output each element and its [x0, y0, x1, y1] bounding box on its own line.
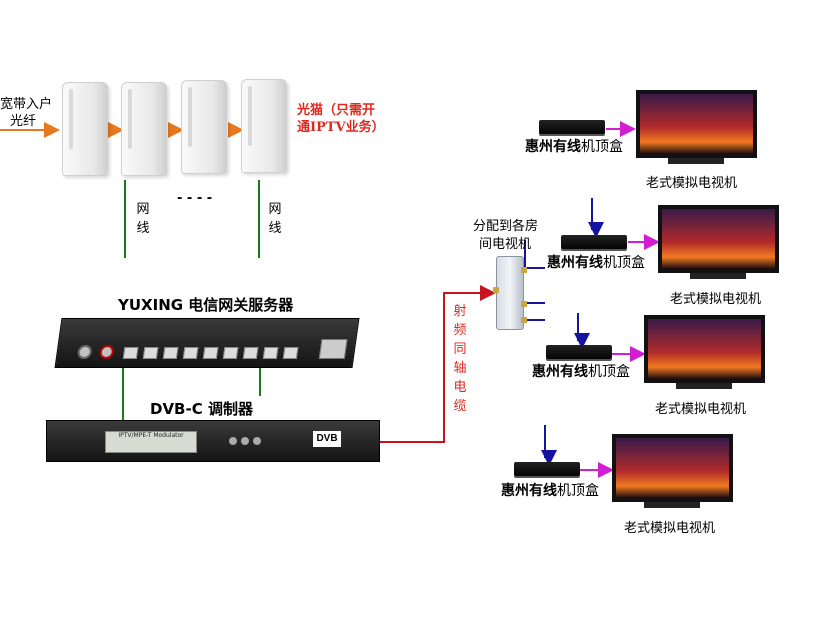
dvbc-modulator: IPTV/MPE-T Modulator DVB — [46, 420, 380, 462]
server-rf-connector-1 — [76, 345, 93, 359]
modulator-button — [241, 437, 249, 445]
ont-device-1 — [62, 82, 108, 176]
network-cable-label-left: 网线 — [136, 202, 150, 236]
modulator-label: DVB-C 调制器 — [142, 396, 261, 421]
splitter-port — [521, 317, 527, 323]
tv-label-4: 老式模拟电视机 — [624, 521, 716, 536]
tv-3 — [644, 315, 765, 383]
modulator-buttons — [229, 431, 269, 451]
dvb-logo: DVB — [313, 431, 341, 447]
coax-cable-label: 射频同轴电缆 — [453, 304, 467, 414]
tv-stand-2 — [690, 273, 746, 279]
modulator-lcd: IPTV/MPE-T Modulator — [105, 431, 197, 453]
tv-stand-3 — [676, 383, 732, 389]
tv-2 — [658, 205, 779, 273]
server-rf-connector-2 — [98, 345, 115, 359]
network-cable-label-right: 网线 — [268, 202, 282, 236]
modulator-button — [253, 437, 261, 445]
set-top-box-3 — [546, 345, 612, 359]
splitter-port — [493, 287, 499, 293]
modulator-button — [229, 437, 237, 445]
broadband-label: 宽带入户 光纤 — [0, 97, 53, 129]
set-top-box-4 — [514, 462, 580, 476]
server-port — [222, 347, 239, 359]
tv-stand-4 — [644, 502, 700, 508]
tv-label-1: 老式模拟电视机 — [646, 176, 738, 191]
stb-label-3: 惠州有线机顶盒 — [532, 364, 630, 380]
splitter-label: 分配到各房 间电视机 — [473, 219, 539, 252]
gateway-server — [54, 318, 360, 368]
tv-stand-1 — [668, 158, 724, 164]
ont-device-2 — [121, 82, 167, 176]
server-label: YUXING 电信网关服务器 — [110, 292, 302, 317]
rf-splitter — [493, 256, 527, 330]
set-top-box-1 — [539, 120, 605, 134]
stb-label-4: 惠州有线机顶盒 — [501, 483, 599, 499]
ont-label: 光猫（只需开 通IPTV业务） — [297, 103, 385, 135]
ont-device-3 — [181, 80, 227, 174]
stb-label-2: 惠州有线机顶盒 — [547, 255, 645, 271]
server-port — [262, 347, 279, 359]
server-port — [202, 347, 219, 359]
splitter-port — [521, 267, 527, 273]
server-port — [162, 347, 179, 359]
ont-device-4 — [241, 79, 287, 173]
server-port — [142, 347, 159, 359]
ellipsis-dashes: - - - - — [177, 191, 213, 206]
coax-cable — [380, 285, 496, 443]
stb-label-1: 惠州有线机顶盒 — [525, 139, 623, 155]
server-port — [242, 347, 259, 359]
server-port — [122, 347, 139, 359]
tv-label-3: 老式模拟电视机 — [655, 402, 747, 417]
tv-1 — [636, 90, 757, 158]
set-top-box-2 — [561, 235, 627, 249]
server-port — [182, 347, 199, 359]
splitter-port — [521, 301, 527, 307]
tv-4 — [612, 434, 733, 502]
server-power-socket — [318, 339, 348, 359]
server-port — [282, 347, 299, 359]
modulator-screen-text: IPTV/MPE-T Modulator — [118, 432, 184, 439]
tv-label-2: 老式模拟电视机 — [670, 292, 762, 307]
